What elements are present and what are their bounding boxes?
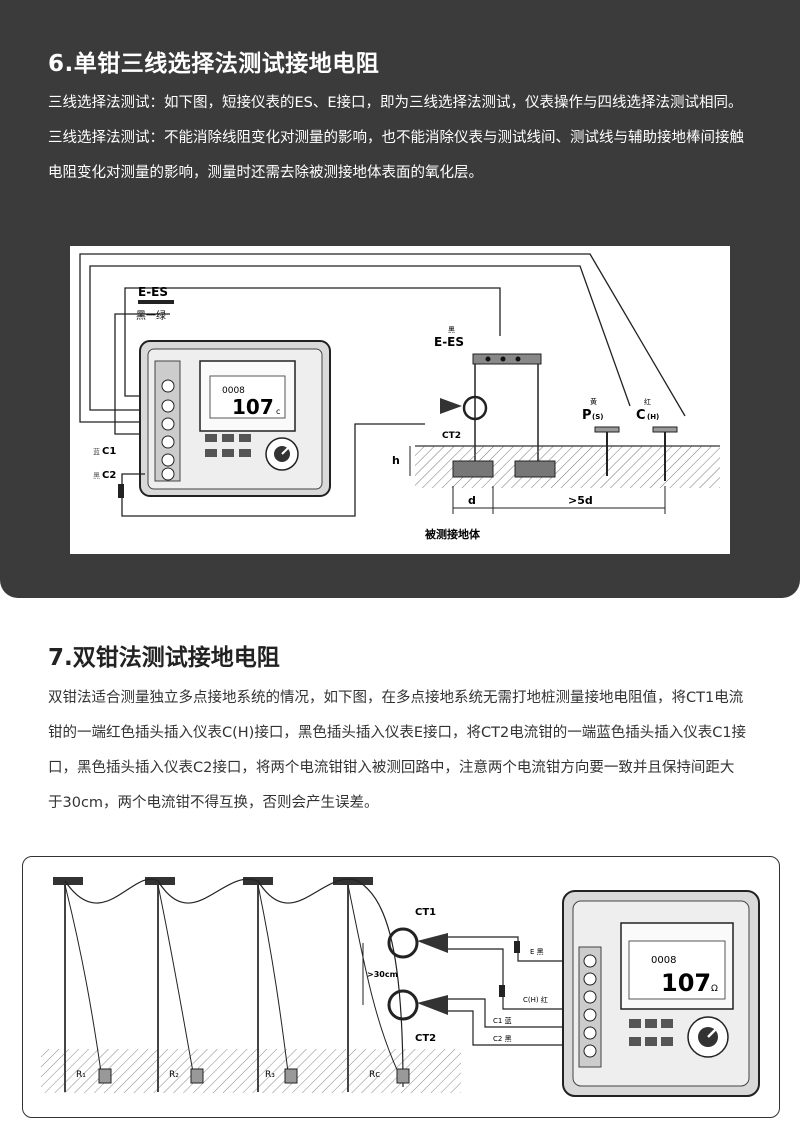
section-6-text: 三线选择法测试：如下图，短接仪表的ES、E接口，即为三线选择法测试，仪表操作与四… [48,95,744,181]
label-r2: R₂ [169,1070,179,1080]
meter-2-unit: Ω [711,984,718,994]
section-6-title: 6.单钳三线选择法测试接地电阻 [48,51,380,77]
section-7-text: 双钳法适合测量独立多点接地系统的情况，如下图，在多点接地系统无需打地桩测量接地电… [48,690,747,811]
label-e-es-top: E-ES [138,285,168,299]
label-c-sub: (H) [647,413,659,421]
label-c1-color: 蓝 [93,447,100,456]
label-ground-body: 被测接地体 [425,527,481,541]
label-d: d [468,494,476,507]
label-p-color: 黄 [590,397,597,406]
label-p: P [582,408,592,423]
label-c2-lead: C2 黑 [493,1035,512,1043]
meter-2: 0008 107 Ω [562,890,760,1097]
label-c1-lead: C1 蓝 [493,1016,512,1025]
label-c-color: 红 [644,397,651,406]
label-e-es-clip: E-ES [434,335,464,349]
label-30cm: >30cm [367,970,398,979]
double-clamp-diagram: R₁ R₂ R₃ Rc CT1 CT2 >30cm E 黑 C(H) 红 C1 … [22,856,780,1118]
label-ct1: CT1 [415,907,436,918]
label-c1: C1 [102,446,116,457]
label-5d: >5d [568,494,593,507]
double-clamp-diagram-svg: R₁ R₂ R₃ Rc CT1 CT2 >30cm E 黑 C(H) 红 C1 … [41,877,760,1097]
label-black-green: 黑一绿 [136,309,166,322]
label-ct2: CT2 [442,431,461,441]
label-black: 黑 [448,326,455,334]
label-rc: Rc [369,1070,380,1080]
label-ct2: CT2 [415,1033,436,1044]
three-wire-diagram: 0008 107 c E-ES 黑一绿 蓝 C1 黑 C2 [70,246,730,554]
meter-1-small-reading: 0008 [222,386,245,396]
label-r3: R₃ [265,1070,275,1080]
meter-1-big-reading: 107 [232,395,274,419]
meter-2-small-reading: 0008 [651,955,676,966]
three-wire-diagram-svg: 0008 107 c E-ES 黑一绿 蓝 C1 黑 C2 [79,253,720,541]
meter-2-big-reading: 107 [661,969,711,997]
section-7-title: 7.双钳法测试接地电阻 [48,645,280,671]
section-6-panel: 6.单钳三线选择法测试接地电阻 三线选择法测试：如下图，短接仪表的ES、E接口，… [0,0,800,598]
label-c: C [636,408,646,423]
label-c2-color: 黑 [93,472,100,480]
meter-1: 0008 107 c [139,340,331,497]
label-c2: C2 [102,470,116,481]
label-r1: R₁ [76,1070,86,1080]
label-h: h [392,454,400,467]
meter-1-unit: c [276,407,280,416]
label-ch-lead: C(H) 红 [523,995,548,1004]
label-e-lead: E 黑 [530,948,544,956]
label-p-sub: (S) [592,413,603,421]
